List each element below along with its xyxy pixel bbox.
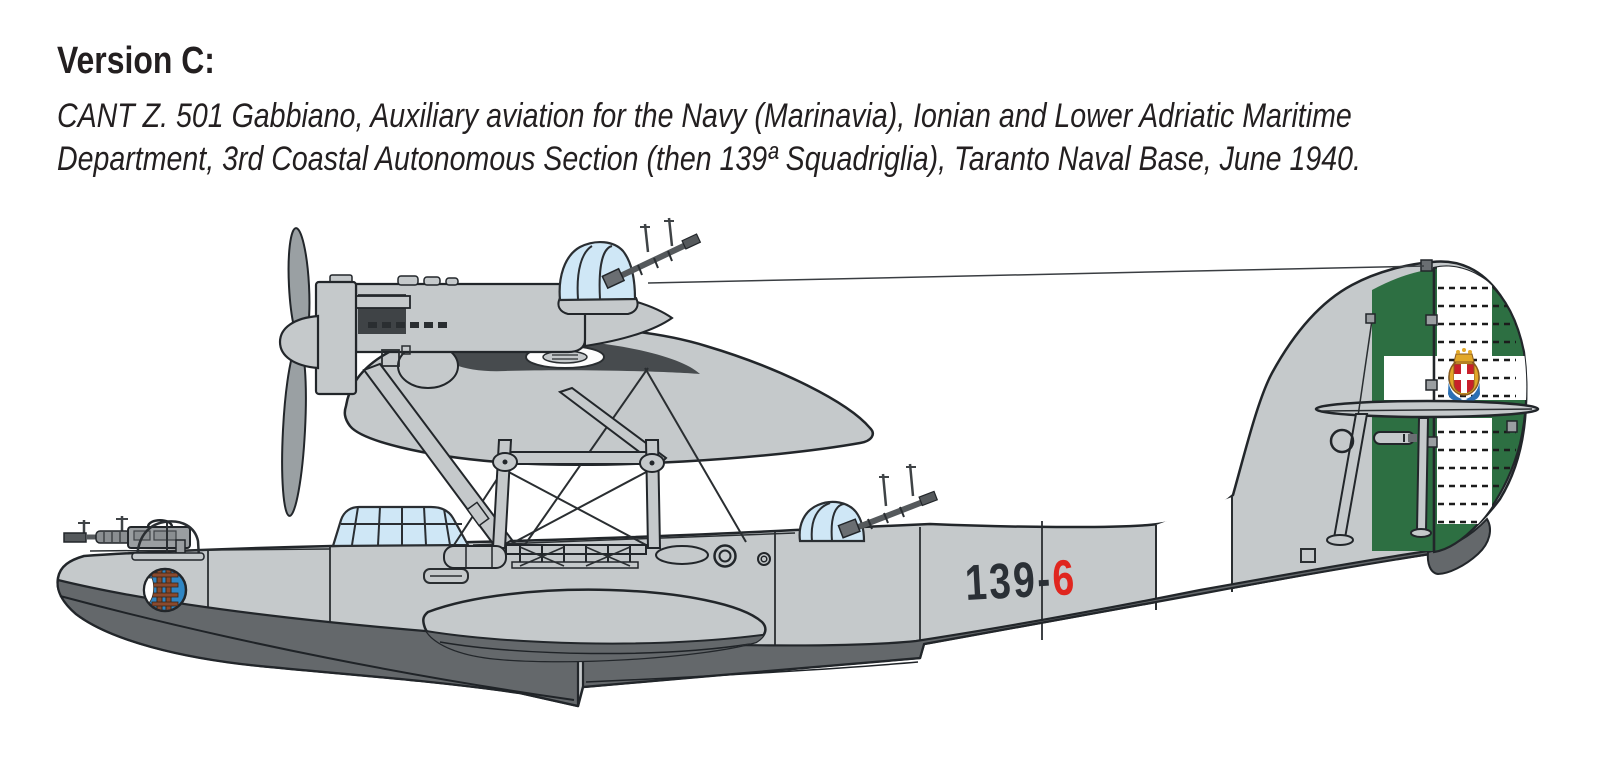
cockpit-canopy [331, 505, 470, 548]
nacelle-hatch-small [401, 345, 411, 355]
dorsal-gun [798, 463, 939, 543]
bow-gun [63, 516, 205, 561]
antenna-wire [647, 265, 1425, 284]
porthole [713, 544, 737, 568]
aft-hatch-square [1300, 548, 1316, 563]
porthole-small [757, 552, 771, 566]
bow-windscreen [135, 520, 201, 559]
caption-block: Version C: CANT Z. 501 Gabbiano, Auxilia… [57, 40, 1361, 181]
rear-diagonal-strut [557, 386, 668, 468]
nacelle-hatch [381, 349, 400, 367]
tail-window [1329, 428, 1355, 454]
foredeck-line [89, 548, 331, 552]
version-heading: Version C: [57, 40, 215, 82]
propeller-blade-lower [281, 343, 307, 517]
strut-assembly [362, 362, 747, 551]
spray-strake [59, 595, 575, 701]
bomb [443, 545, 507, 569]
rack-fairing [655, 545, 709, 565]
squadron-emblem-icon [142, 567, 188, 613]
lower-hull-forward [56, 578, 580, 708]
rudder-white-vertical-lower [1437, 418, 1492, 524]
exhaust-stubs [368, 322, 447, 328]
fuselage-white-band [1155, 497, 1233, 648]
description-line-1: CANT Z. 501 Gabbiano, Auxiliary aviation… [57, 97, 1352, 135]
bomb-rack [443, 544, 709, 569]
cabane-tie-bar [499, 451, 651, 465]
propeller [278, 227, 320, 517]
fin-white-band [1384, 356, 1433, 400]
tailplane-struts [1326, 313, 1432, 546]
strut-collar [466, 501, 490, 527]
front-diagonal-strut [362, 362, 514, 551]
tailplane [1314, 399, 1540, 419]
radiator-block [314, 280, 358, 396]
tail-handle [1373, 431, 1417, 445]
fuselage-code: 139-6 [964, 549, 1078, 612]
wing-gun [557, 217, 702, 315]
hull [56, 260, 1528, 708]
description-line-2: Department, 3rd Coastal Autonomous Secti… [57, 140, 1361, 178]
aft-strake [585, 661, 919, 683]
tail-keel-cap [1426, 517, 1491, 576]
engine-mount-bar [351, 295, 411, 309]
propeller-spinner [278, 314, 320, 370]
tail-markings [1314, 259, 1540, 554]
